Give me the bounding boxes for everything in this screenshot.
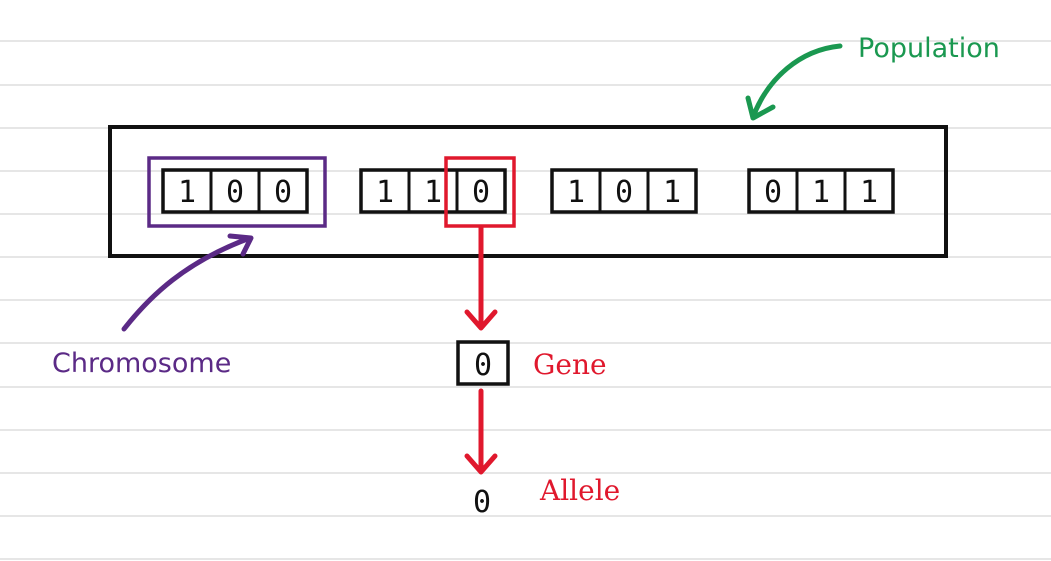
population-label: Population	[858, 33, 1000, 64]
gene-digit: 1	[178, 175, 196, 210]
chromosome-outline	[161, 168, 309, 214]
gene-digit: 1	[567, 175, 585, 210]
allele-arrow	[464, 388, 498, 475]
gene-value: 0	[474, 348, 492, 383]
chromosome-outline	[550, 168, 698, 214]
allele-label: Allele	[539, 474, 620, 507]
notebook-lines	[0, 40, 1051, 560]
gene-digit: 1	[424, 175, 442, 210]
chromosome-outline	[747, 168, 895, 214]
population-arrow	[745, 43, 843, 121]
gene-digit: 1	[812, 175, 830, 210]
gene-digit: 0	[615, 175, 633, 210]
chromosome-arrow	[121, 233, 254, 332]
gene-label: Gene	[533, 348, 607, 381]
gene-digit: 1	[376, 175, 394, 210]
gene-digit: 0	[274, 175, 292, 210]
gene-box	[456, 340, 510, 386]
chromosome-outline	[359, 168, 507, 214]
population-box	[108, 125, 948, 258]
gene-digit: 0	[472, 175, 490, 210]
gene-digit: 0	[226, 175, 244, 210]
gene-digit: 1	[663, 175, 681, 210]
chromosome-highlight	[147, 156, 327, 228]
gene-digit: 1	[860, 175, 878, 210]
gene-digit: 0	[764, 175, 782, 210]
allele-value: 0	[473, 485, 491, 520]
gene-arrow	[464, 224, 498, 331]
chromosome-label: Chromosome	[52, 348, 231, 379]
